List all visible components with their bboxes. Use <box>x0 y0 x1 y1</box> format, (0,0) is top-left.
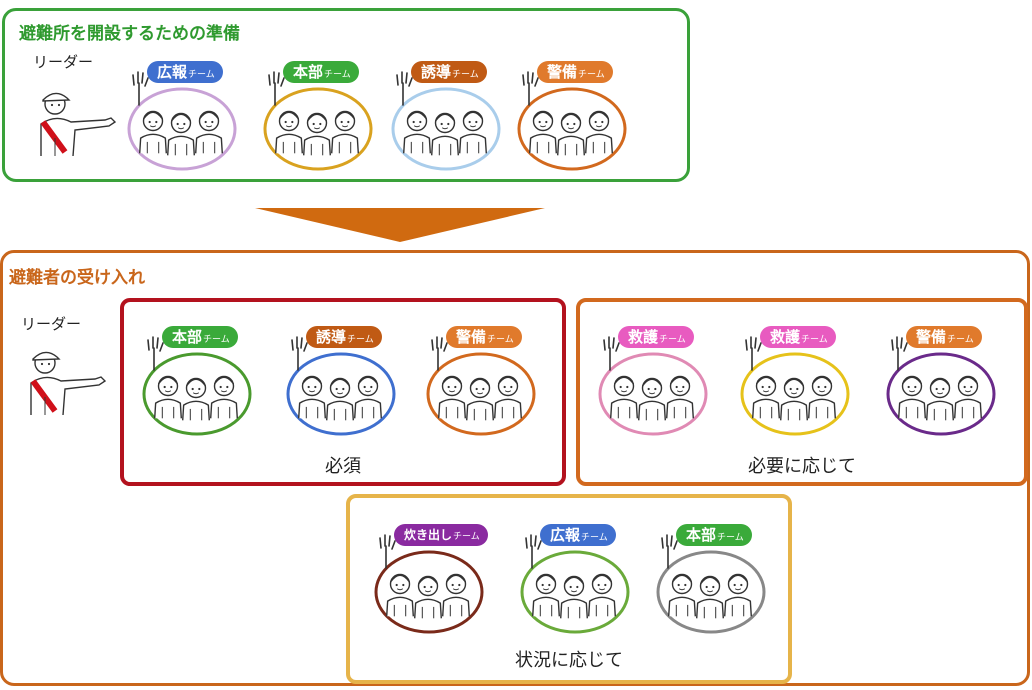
team-name: 炊き出し <box>404 528 453 542</box>
leader-icon <box>40 92 117 157</box>
team-name-badge: 警備チーム <box>537 61 613 83</box>
team-suffix: チーム <box>453 532 480 542</box>
team-illustration <box>142 336 252 436</box>
team-name-badge: 救護チーム <box>618 326 694 348</box>
team-illustration <box>886 336 996 436</box>
team-suffix: チーム <box>487 335 514 345</box>
team-illustration <box>598 336 708 436</box>
team-illustration <box>374 534 484 634</box>
team-name-badge: 警備チーム <box>906 326 982 348</box>
team-suffix: チーム <box>581 533 608 543</box>
team-name: 誘導 <box>421 63 452 81</box>
setup-title: 避難所を開設するための準備 <box>19 24 240 44</box>
team-name: 本部 <box>172 328 203 346</box>
team-name-badge: 本部チーム <box>162 326 238 348</box>
team-illustration <box>520 534 630 634</box>
team-group: 本部チーム <box>253 61 383 175</box>
team-name-badge: 誘導チーム <box>411 61 487 83</box>
team-suffix: チーム <box>203 335 230 345</box>
team-suffix: チーム <box>947 335 974 345</box>
team-group: 警備チーム <box>876 326 1006 440</box>
team-suffix: チーム <box>324 70 351 80</box>
team-name: 警備 <box>456 328 487 346</box>
down-arrow-icon <box>255 208 545 242</box>
reception-leader-label: リーダー <box>21 315 82 333</box>
team-group: 警備チーム <box>507 61 637 175</box>
team-group: 救護チーム <box>588 326 718 440</box>
team-illustration <box>740 336 850 436</box>
team-suffix: チーム <box>659 335 686 345</box>
situational-caption: 状況に応じて <box>515 650 623 671</box>
team-suffix: チーム <box>717 533 744 543</box>
team-group: 本部チーム <box>646 524 776 638</box>
reception-leader-figure <box>25 345 115 429</box>
team-group: 炊き出しチーム <box>364 524 494 638</box>
team-name-badge: 警備チーム <box>446 326 522 348</box>
team-illustration <box>127 71 237 171</box>
team-name-badge: 本部チーム <box>676 524 752 546</box>
team-group: 誘導チーム <box>381 61 511 175</box>
team-group: 本部チーム <box>132 326 262 440</box>
as-needed-group: 救護チーム 救護チーム <box>576 298 1028 486</box>
situational-group: 炊き出しチーム 広報チーム <box>346 494 792 684</box>
team-illustration <box>426 336 536 436</box>
team-name-badge: 本部チーム <box>283 61 359 83</box>
team-illustration <box>517 71 627 171</box>
team-name-badge: 炊き出しチーム <box>394 524 488 546</box>
team-illustration <box>391 71 501 171</box>
team-group: 広報チーム <box>117 61 247 175</box>
team-name-badge: 広報チーム <box>147 61 223 83</box>
team-suffix: チーム <box>801 335 828 345</box>
setup-panel: 避難所を開設するための準備 リーダー <box>2 8 690 182</box>
team-group: 広報チーム <box>510 524 640 638</box>
team-suffix: チーム <box>578 70 605 80</box>
team-group: 警備チーム <box>416 326 546 440</box>
leader-icon <box>30 351 107 416</box>
team-name: 警備 <box>916 328 947 346</box>
team-illustration <box>656 534 766 634</box>
reception-panel: 避難者の受け入れ リーダー <box>0 250 1030 686</box>
team-name-badge: 救護チーム <box>760 326 836 348</box>
setup-leader-figure <box>35 86 125 170</box>
required-group: 本部チーム 誘導チーム <box>120 298 566 486</box>
team-name-badge: 広報チーム <box>540 524 616 546</box>
team-group: 誘導チーム <box>276 326 406 440</box>
team-name: 救護 <box>770 328 801 346</box>
team-name: 誘導 <box>316 328 347 346</box>
team-name: 救護 <box>628 328 659 346</box>
team-suffix: チーム <box>452 70 479 80</box>
team-suffix: チーム <box>188 70 215 80</box>
team-name-badge: 誘導チーム <box>306 326 382 348</box>
team-illustration <box>286 336 396 436</box>
team-group: 救護チーム <box>730 326 860 440</box>
team-suffix: チーム <box>347 335 374 345</box>
team-name: 本部 <box>293 63 324 81</box>
team-name: 本部 <box>686 526 717 544</box>
required-caption: 必須 <box>325 456 361 477</box>
reception-title: 避難者の受け入れ <box>9 268 145 288</box>
team-name: 広報 <box>550 526 581 544</box>
team-illustration <box>263 71 373 171</box>
team-name: 広報 <box>157 63 188 81</box>
as-needed-caption: 必要に応じて <box>748 456 856 477</box>
setup-leader-label: リーダー <box>33 53 94 71</box>
team-name: 警備 <box>547 63 578 81</box>
